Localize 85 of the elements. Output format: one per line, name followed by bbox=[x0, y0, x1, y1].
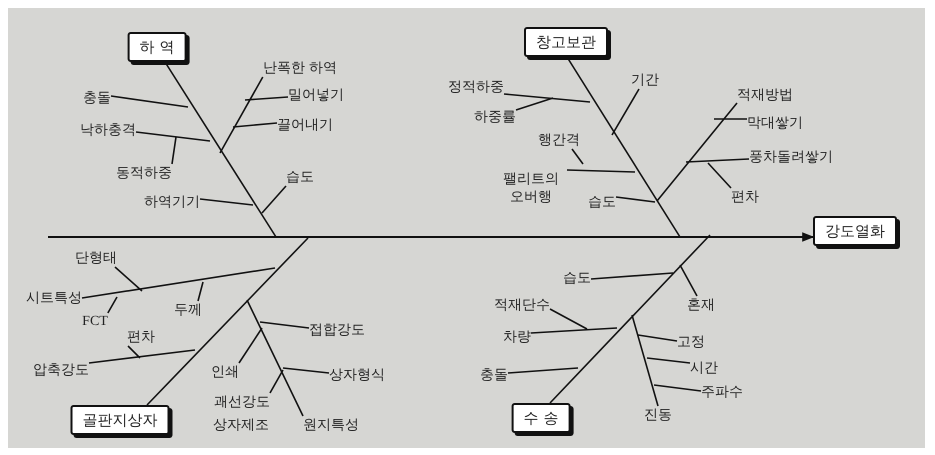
branch-line bbox=[530, 327, 618, 334]
branch-line bbox=[571, 148, 584, 164]
branch-line bbox=[269, 370, 284, 394]
category-box: 수 송 bbox=[512, 403, 570, 433]
bone-line bbox=[146, 237, 309, 406]
cause-label: 밀어넣기 bbox=[288, 86, 344, 104]
cause-label: 편차 bbox=[731, 188, 759, 206]
category-box: 하 역 bbox=[128, 32, 186, 62]
category-box: 골판지상자 bbox=[70, 405, 170, 435]
cause-label: 단형태 bbox=[75, 249, 117, 267]
branch-line bbox=[200, 198, 254, 206]
cause-label: 접합강도 bbox=[309, 321, 365, 339]
branch-line bbox=[127, 345, 141, 359]
branch-line bbox=[171, 136, 177, 164]
cause-label: 습도 bbox=[588, 193, 616, 211]
branch-line bbox=[110, 95, 188, 108]
cause-label: FCT bbox=[82, 313, 108, 331]
branch-line bbox=[219, 76, 264, 154]
cause-label: 하중률 bbox=[474, 108, 516, 126]
cause-label: 막대쌓기 bbox=[747, 114, 803, 132]
branch-line bbox=[550, 308, 588, 330]
bone-line bbox=[549, 234, 711, 404]
branch-line bbox=[136, 131, 210, 142]
branch-line bbox=[114, 266, 143, 292]
branch-line bbox=[246, 300, 304, 416]
cause-label: 충돌 bbox=[480, 366, 508, 384]
spine-arrow bbox=[48, 232, 814, 242]
cause-label: 습도 bbox=[563, 269, 591, 287]
branch-line bbox=[566, 169, 636, 173]
cause-label: 고정 bbox=[677, 333, 705, 351]
branch-line bbox=[82, 267, 276, 299]
effect-box: 강도열화 bbox=[813, 216, 897, 246]
cause-label: 기간 bbox=[631, 71, 659, 89]
branch-line bbox=[590, 272, 674, 280]
branch-line bbox=[282, 367, 330, 374]
cause-label: 상자제조 bbox=[213, 416, 269, 434]
branch-line bbox=[238, 328, 263, 364]
cause-label: 상자형식 bbox=[329, 366, 385, 384]
cause-label: 하역기기 bbox=[144, 193, 200, 211]
cause-label: 시트특성 bbox=[26, 289, 82, 307]
branch-line bbox=[260, 321, 310, 329]
category-box: 창고보관 bbox=[524, 27, 608, 57]
cause-label: 행간격 bbox=[538, 131, 580, 149]
cause-label: 충돌 bbox=[83, 89, 111, 107]
branch-line bbox=[232, 122, 278, 128]
cause-label: 두께 bbox=[174, 301, 202, 319]
cause-label: 습도 bbox=[286, 168, 314, 186]
branch-line bbox=[646, 357, 690, 364]
cause-label: 끌어내기 bbox=[277, 116, 333, 134]
branch-line bbox=[679, 264, 698, 296]
branch-line bbox=[611, 88, 640, 136]
cause-label: 적재단수 bbox=[494, 296, 550, 314]
cause-label: 시간 bbox=[690, 359, 718, 377]
branch-line bbox=[261, 185, 287, 214]
cause-label: 인쇄 bbox=[211, 363, 239, 381]
branch-line bbox=[638, 334, 678, 342]
cause-label: 편차 bbox=[127, 328, 155, 346]
branch-line bbox=[714, 118, 747, 120]
cause-label: 정적하중 bbox=[448, 78, 504, 96]
branch-line bbox=[504, 93, 590, 103]
cause-label: 팰리트의 오버행 bbox=[495, 170, 567, 206]
cause-label: 난폭한 하역 bbox=[262, 59, 338, 77]
branch-line bbox=[654, 384, 702, 392]
cause-label: 원지특성 bbox=[303, 416, 359, 434]
cause-label: 낙하충격 bbox=[80, 121, 136, 139]
branch-line bbox=[508, 367, 578, 374]
cause-label: 풍차돌려쌓기 bbox=[749, 148, 833, 166]
cause-label: 혼재 bbox=[687, 296, 715, 314]
branch-line bbox=[516, 97, 554, 111]
cause-label: 동적하중 bbox=[116, 164, 172, 182]
branch-line bbox=[244, 96, 288, 101]
cause-label: 진동 bbox=[644, 406, 672, 424]
branch-line bbox=[197, 282, 204, 302]
cause-label: 괘선강도 bbox=[214, 393, 270, 411]
branch-line bbox=[631, 314, 659, 406]
cause-label: 압축강도 bbox=[33, 361, 89, 379]
branch-line bbox=[88, 349, 196, 364]
branch-line bbox=[656, 102, 738, 202]
branch-line bbox=[616, 196, 656, 203]
cause-label: 적재방법 bbox=[737, 86, 793, 104]
branch-line bbox=[686, 158, 750, 163]
cause-label: 주파수 bbox=[701, 383, 743, 401]
branch-line bbox=[107, 296, 118, 314]
branch-line bbox=[707, 162, 732, 189]
cause-label: 차량 bbox=[503, 328, 531, 346]
